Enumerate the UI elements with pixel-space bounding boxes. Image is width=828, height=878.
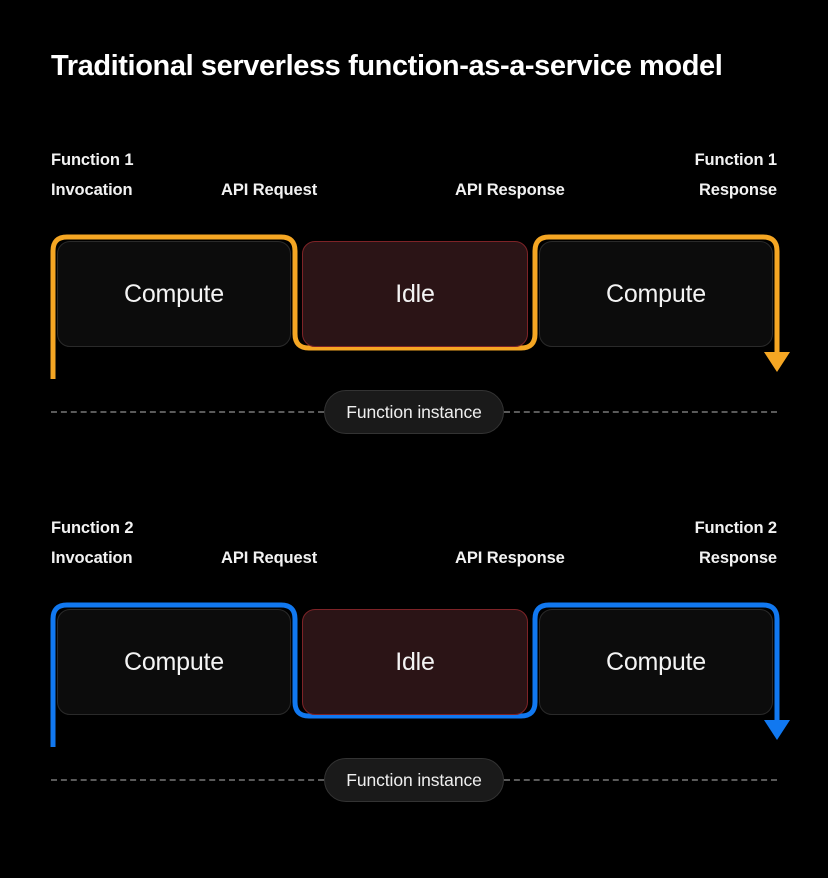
function-instance-pill-1: Function instance — [324, 390, 504, 434]
label-line-1: Function 2 — [51, 519, 134, 537]
label-function-2-response: Function 2 Response — [694, 513, 778, 573]
label-line-2: Response — [698, 549, 777, 567]
label-function-1-invocation: Function 1 Invocation — [51, 145, 134, 205]
box-row-function-1: Compute Idle Compute — [0, 241, 828, 347]
box-compute-2b: Compute — [539, 609, 773, 715]
label-line-1: Function 1 — [694, 151, 778, 169]
label-function-1-response: Function 1 Response — [694, 145, 778, 205]
box-compute-2a: Compute — [57, 609, 291, 715]
box-compute-1b: Compute — [539, 241, 773, 347]
divider-dash-left — [51, 779, 325, 781]
bracket-arrowhead-icon — [764, 352, 790, 372]
label-api-response: API Response — [455, 549, 565, 567]
function-instance-divider-1: Function instance — [0, 390, 828, 434]
label-line-1: Function 2 — [694, 519, 778, 537]
label-line-2: Invocation — [51, 549, 133, 567]
label-function-2-invocation: Function 2 Invocation — [51, 513, 134, 573]
bracket-arrowhead-icon — [764, 720, 790, 740]
divider-dash-right — [503, 779, 777, 781]
divider-dash-left — [51, 411, 325, 413]
label-row-function-2: Function 2 Invocation API Request API Re… — [0, 508, 828, 570]
label-row-function-1: Function 1 Invocation API Request API Re… — [0, 140, 828, 202]
label-line-1: Function 1 — [51, 151, 134, 169]
divider-dash-right — [503, 411, 777, 413]
box-idle-1: Idle — [302, 241, 528, 347]
box-idle-2: Idle — [302, 609, 528, 715]
label-line-2: Response — [698, 181, 777, 199]
label-api-response: API Response — [455, 181, 565, 199]
function-instance-divider-2: Function instance — [0, 758, 828, 802]
label-api-request: API Request — [221, 181, 318, 199]
page-title: Traditional serverless function-as-a-ser… — [51, 50, 723, 82]
box-row-function-2: Compute Idle Compute — [0, 609, 828, 715]
box-compute-1a: Compute — [57, 241, 291, 347]
function-instance-pill-2: Function instance — [324, 758, 504, 802]
label-line-2: Invocation — [51, 181, 133, 199]
label-api-request: API Request — [221, 549, 318, 567]
